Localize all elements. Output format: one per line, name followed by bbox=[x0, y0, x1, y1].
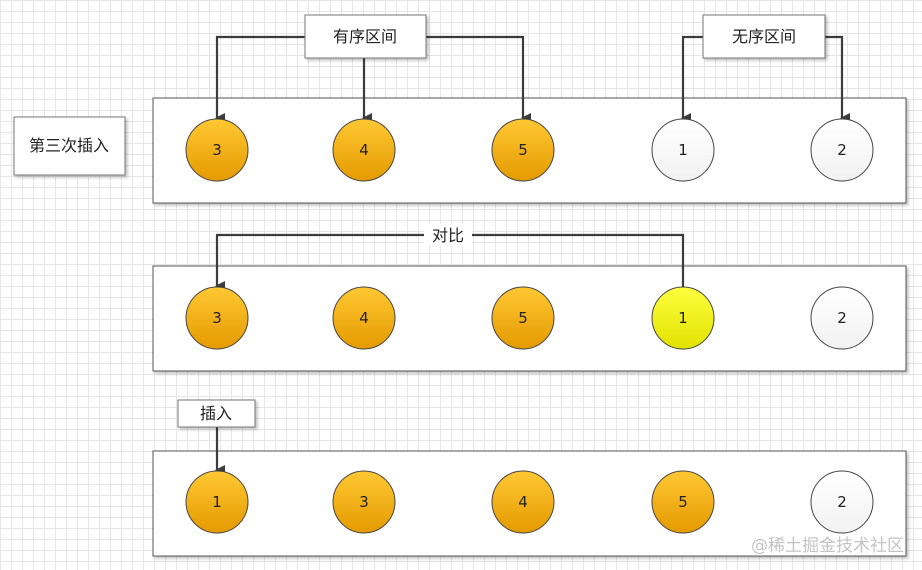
node-circle bbox=[651, 118, 715, 182]
node-value: 5 bbox=[518, 141, 528, 159]
node-circle bbox=[185, 118, 249, 182]
node-circle bbox=[810, 286, 874, 350]
node-row2-3: 5 bbox=[491, 286, 555, 350]
node-circle bbox=[185, 286, 249, 350]
node-row1-5: 2 bbox=[810, 118, 874, 182]
side-label: 第三次插入 bbox=[29, 136, 109, 155]
nodes-layer: 3 4 5 1 2 3 4 5 1 2 1 3 4 5 2 bbox=[185, 118, 874, 534]
node-value: 4 bbox=[359, 141, 369, 159]
node-value: 4 bbox=[359, 309, 369, 327]
node-row3-4: 5 bbox=[651, 470, 715, 534]
node-row1-4: 1 bbox=[651, 118, 715, 182]
ordered-arrow-right bbox=[426, 35, 531, 123]
unordered-range-label: 无序区间 bbox=[732, 27, 796, 46]
insert-box bbox=[177, 399, 256, 428]
node-circle bbox=[651, 470, 715, 534]
node-row1-3: 5 bbox=[491, 118, 555, 182]
watermark: @稀土掘金技术社区 bbox=[751, 536, 904, 556]
unordered-range-box bbox=[702, 14, 826, 59]
node-value: 3 bbox=[212, 141, 222, 159]
node-circle bbox=[332, 470, 396, 534]
node-value: 3 bbox=[359, 493, 369, 511]
unordered-arrow-right bbox=[825, 35, 850, 123]
node-value: 2 bbox=[837, 493, 847, 511]
ordered-arrow-left bbox=[215, 35, 305, 123]
compare-label-bg bbox=[424, 224, 472, 246]
node-row2-2: 4 bbox=[332, 286, 396, 350]
node-value: 5 bbox=[678, 493, 688, 511]
node-row1-2: 4 bbox=[332, 118, 396, 182]
side-label-box bbox=[13, 116, 126, 176]
node-circle bbox=[810, 118, 874, 182]
node-value: 2 bbox=[837, 309, 847, 327]
node-value: 1 bbox=[678, 141, 688, 159]
node-row1-1: 3 bbox=[185, 118, 249, 182]
node-row2-1: 3 bbox=[185, 286, 249, 350]
unordered-arrow-left bbox=[681, 35, 703, 123]
node-row3-3: 4 bbox=[491, 470, 555, 534]
node-row2-4: 1 bbox=[651, 286, 715, 350]
node-value: 5 bbox=[518, 309, 528, 327]
ordered-range-connectors bbox=[215, 35, 531, 123]
node-row3-1: 1 bbox=[185, 470, 249, 534]
compare-label: 对比 bbox=[432, 226, 464, 245]
node-circle bbox=[651, 286, 715, 350]
node-row3-5: 2 bbox=[810, 470, 874, 534]
node-circle bbox=[332, 286, 396, 350]
insert-label: 插入 bbox=[200, 404, 232, 423]
node-circle bbox=[491, 286, 555, 350]
node-row2-5: 2 bbox=[810, 286, 874, 350]
node-value: 3 bbox=[212, 309, 222, 327]
node-value: 2 bbox=[837, 141, 847, 159]
ordered-range-box bbox=[304, 14, 427, 59]
ordered-range-label: 有序区间 bbox=[333, 27, 397, 46]
node-circle bbox=[491, 118, 555, 182]
node-row3-2: 3 bbox=[332, 470, 396, 534]
node-circle bbox=[332, 118, 396, 182]
unordered-range-connectors bbox=[681, 35, 850, 123]
node-value: 1 bbox=[212, 493, 222, 511]
node-circle bbox=[810, 470, 874, 534]
node-value: 4 bbox=[518, 493, 528, 511]
node-circle bbox=[185, 470, 249, 534]
node-value: 1 bbox=[678, 309, 688, 327]
node-circle bbox=[491, 470, 555, 534]
